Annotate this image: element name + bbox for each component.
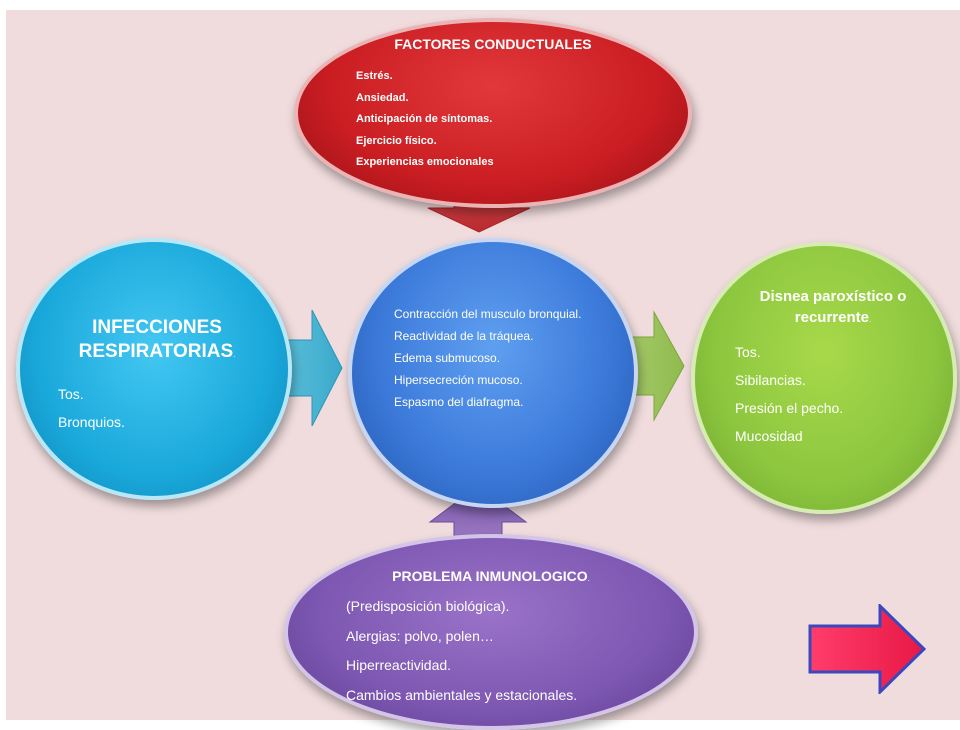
- bottom-node-list: (Predisposición biológica). Alergias: po…: [346, 592, 577, 710]
- right-node: Disnea paroxístico o recurrente. Tos. Si…: [691, 242, 957, 514]
- list-item: Estrés.: [356, 70, 393, 82]
- list-item: Cambios ambientales y estacionales.: [346, 686, 578, 703]
- top-node: FACTORES CONDUCTUALES Estrés. Ansiedad. …: [294, 18, 692, 208]
- slide-canvas: Contracción del musculo bronquial. React…: [6, 10, 960, 730]
- list-item: Tos.: [58, 386, 84, 402]
- list-item: Experiencias emocionales: [356, 156, 494, 168]
- list-item: Contracción del musculo bronquial.: [394, 307, 582, 321]
- list-item: Ejercicio físico.: [356, 134, 437, 147]
- next-slide-arrow-icon[interactable]: [808, 604, 927, 694]
- top-node-list: Estrés. Ansiedad. Anticipación de síntom…: [356, 66, 494, 174]
- top-node-title: FACTORES CONDUCTUALES: [394, 36, 592, 52]
- list-item: Hiperreactividad.: [346, 657, 452, 673]
- list-item: Hipersecreción mucoso.: [394, 373, 523, 387]
- center-node: Contracción del musculo bronquial. React…: [348, 238, 638, 508]
- list-item: Mucosidad: [735, 428, 803, 444]
- list-item: Alergias: polvo, polen…: [346, 627, 494, 644]
- bottom-node: PROBLEMA INMUNOLOGICO. (Predisposición b…: [284, 534, 698, 730]
- list-item: Presión el pecho.: [735, 400, 844, 416]
- list-item: Bronquios.: [58, 414, 125, 430]
- list-item: Edema submucoso.: [394, 351, 501, 365]
- bottom-node-title-suffix: .: [587, 574, 590, 583]
- left-node-title-text: INFECCIONES RESPIRATORIAS: [78, 317, 234, 362]
- left-node-list: Tos. Bronquios.: [58, 380, 125, 436]
- list-item: Ansiedad.: [356, 91, 409, 104]
- right-node-title-suffix: .: [868, 315, 872, 324]
- next-slide-button[interactable]: [804, 604, 928, 694]
- list-item: Espasmo del diafragma.: [394, 395, 524, 409]
- list-item: Sibilancias.: [735, 372, 806, 388]
- bottom-node-title: PROBLEMA INMUNOLOGICO.: [288, 568, 694, 584]
- right-node-title: Disnea paroxístico o recurrente.: [729, 286, 937, 330]
- right-node-list: Tos. Sibilancias. Presión el pecho. Muco…: [735, 338, 843, 450]
- right-node-title-text: Disnea paroxístico o recurrente: [759, 288, 907, 326]
- left-node: INFECCIONES RESPIRATORIAS. Tos. Bronquio…: [16, 238, 292, 500]
- left-node-title-suffix: .: [233, 350, 236, 359]
- list-item: Reactividad de la tráquea.: [394, 329, 534, 343]
- list-item: Tos.: [735, 344, 761, 360]
- left-node-title: INFECCIONES RESPIRATORIAS.: [46, 316, 268, 367]
- list-item: Anticipación de síntomas.: [356, 113, 493, 125]
- list-item: (Predisposición biológica).: [346, 598, 510, 614]
- bottom-node-title-text: PROBLEMA INMUNOLOGICO: [392, 568, 588, 584]
- center-node-list: Contracción del musculo bronquial. React…: [394, 306, 604, 416]
